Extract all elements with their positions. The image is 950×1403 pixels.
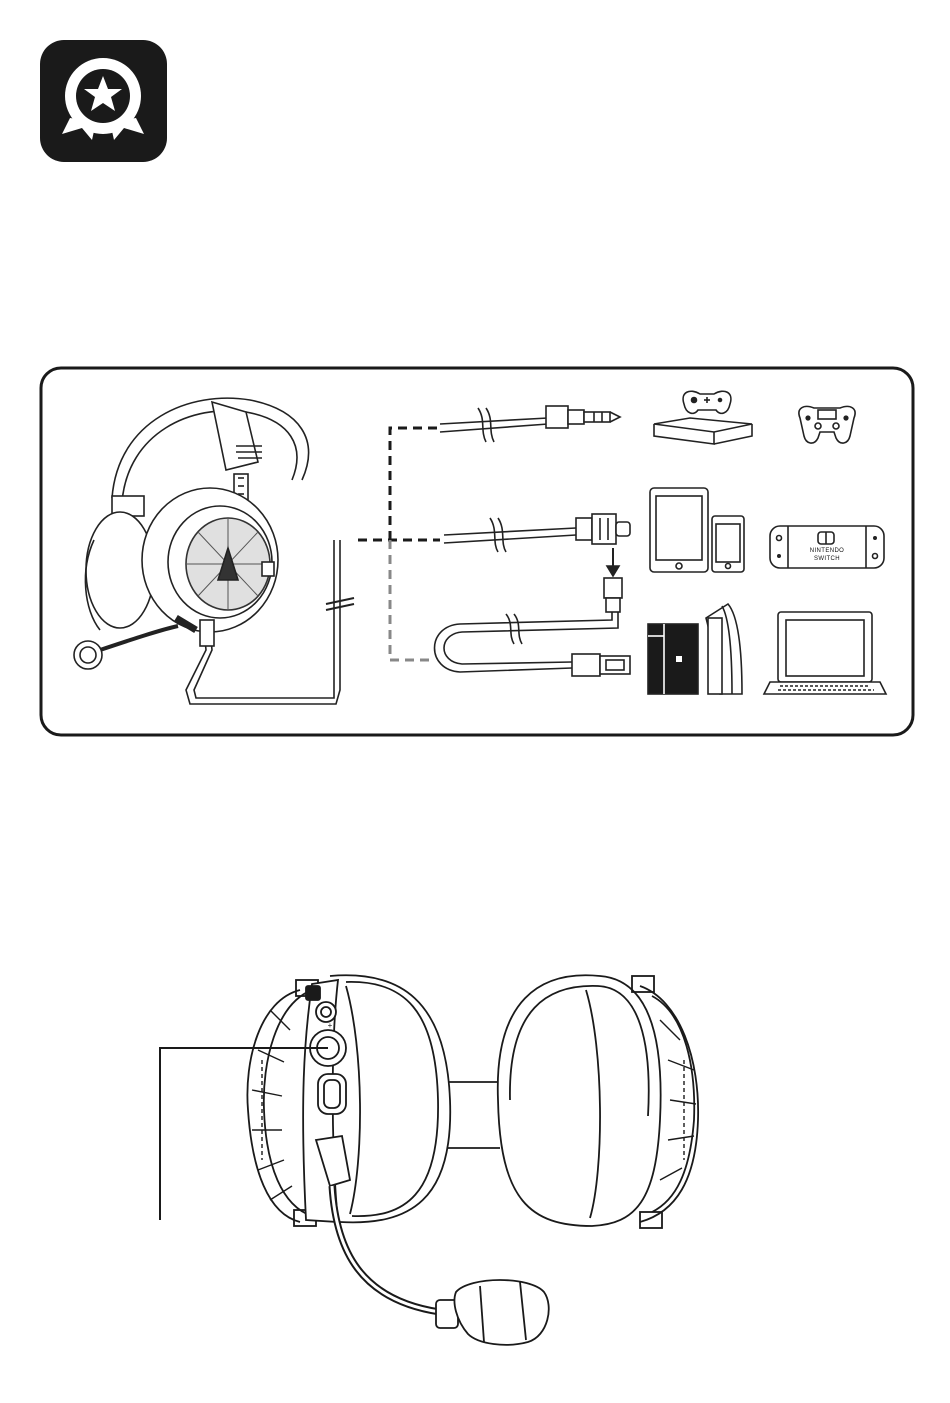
nintendo-switch-icon: NINTENDO SWITCH (770, 526, 884, 568)
tablet-icon (650, 488, 708, 572)
switch-label-1: NINTENDO (810, 548, 845, 554)
usb-c-plug-icon (444, 514, 630, 612)
connection-dashes (358, 428, 440, 660)
ps4-console-icon (648, 624, 698, 694)
laptop-icon (764, 612, 886, 694)
usb-a-plug-icon (435, 612, 631, 676)
xbox-console-icon (654, 391, 752, 444)
volume-minus-label: – (328, 1069, 333, 1078)
ps4-controller-icon (799, 406, 855, 443)
3.5mm-jack-icon (440, 406, 620, 442)
volume-plus-label: + (328, 1021, 333, 1030)
headset-front-illustration (160, 975, 698, 1345)
headset-illustration (74, 398, 354, 704)
ps5-console-icon (706, 604, 742, 694)
smartphone-icon (712, 516, 744, 572)
switch-label-2: SWITCH (814, 556, 840, 562)
award-star-icon (40, 40, 167, 162)
